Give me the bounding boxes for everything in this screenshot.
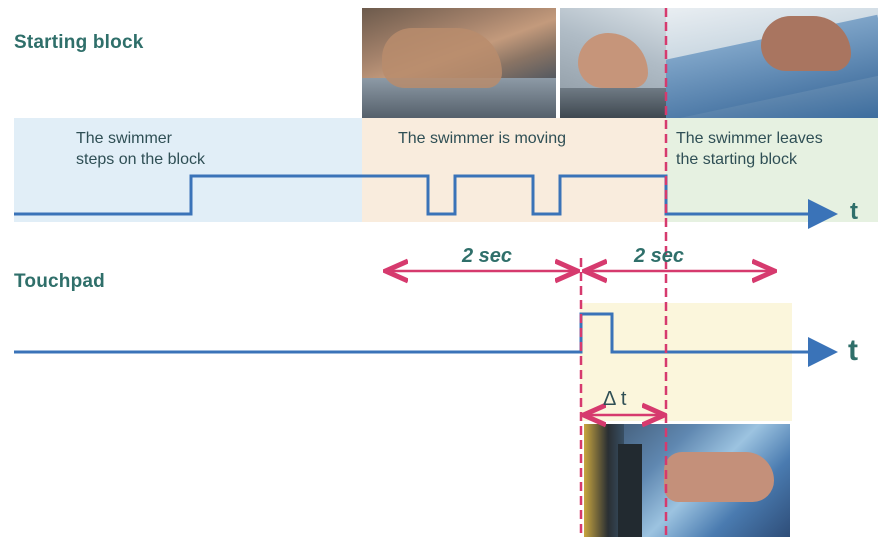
starting-block-heading: Starting block xyxy=(14,32,144,53)
phase-leaves-block-label: The swimmer leaves the starting block xyxy=(676,128,823,170)
touchpad-heading: Touchpad xyxy=(14,271,105,292)
phase-steps-on-block-label: The swimmer steps on the block xyxy=(76,128,205,170)
phase-steps-line1: The swimmer xyxy=(76,130,173,147)
phase-leaves-line2: the starting block xyxy=(676,151,797,168)
phase-leaves-line1: The swimmer leaves xyxy=(676,130,823,147)
zone-moving xyxy=(362,118,666,222)
feet-on-block-photo xyxy=(362,8,556,118)
foot-pushing-off-photo xyxy=(560,8,666,118)
hands-on-block-photo xyxy=(666,8,878,118)
starting-block-axis-label: t xyxy=(850,198,858,225)
starting-block-signal xyxy=(14,174,838,229)
touchpad-signal xyxy=(14,312,838,367)
hand-on-touchpad-photo xyxy=(584,424,790,537)
phase-moving-label: The swimmer is moving xyxy=(398,130,567,147)
interval-before-label: 2 sec xyxy=(462,245,513,267)
zone-leaves-block xyxy=(666,118,878,222)
phase-steps-line2: steps on the block xyxy=(76,151,205,168)
zone-touchpad-window xyxy=(580,303,792,421)
zone-steps-on-block xyxy=(14,118,362,222)
interval-after-label: 2 sec xyxy=(634,245,685,267)
delta-t-label: Δ t xyxy=(603,388,627,410)
touchpad-axis-label: t xyxy=(848,334,858,367)
